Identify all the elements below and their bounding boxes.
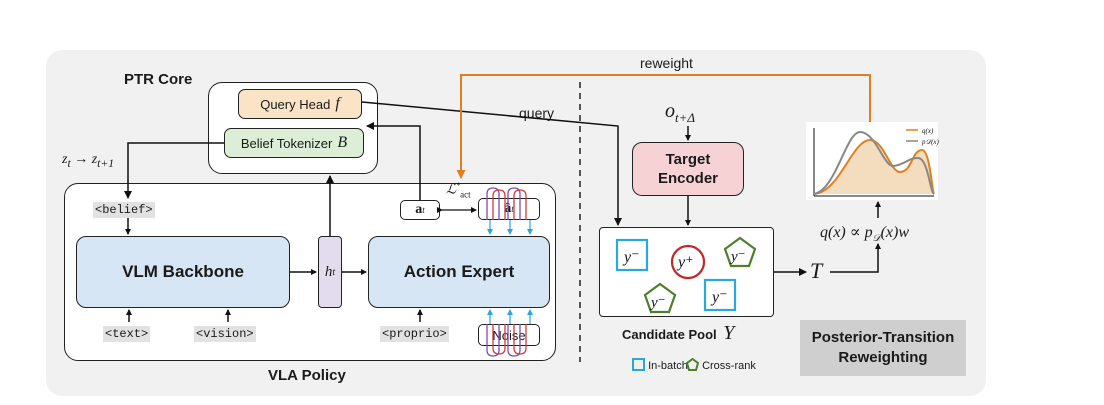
- ptr-title-line2: Reweighting: [838, 349, 928, 366]
- svg-text:y⁻: y⁻: [729, 249, 746, 265]
- observation-label: ot+Δ: [665, 100, 696, 125]
- loss-act-label: ℒ*act: [446, 181, 471, 200]
- legend-cross-rank: Cross-rank: [685, 357, 756, 372]
- T-label: T: [810, 258, 823, 283]
- pentagon-cross-rank-icon: [685, 357, 700, 371]
- square-in-batch-icon: [703, 278, 737, 312]
- vision-token: <vision>: [194, 326, 256, 342]
- proprio-token: <proprio>: [380, 326, 449, 342]
- blue-flow-arrows: [487, 220, 533, 324]
- action-expert-label: Action Expert: [403, 262, 515, 281]
- svg-text:y⁻: y⁻: [710, 289, 728, 306]
- query-arrow: [361, 101, 622, 226]
- circle-positive-icon: [670, 244, 706, 280]
- q-density-curve: [813, 138, 935, 195]
- square-in-batch-icon: [615, 238, 649, 272]
- belief-token: <belief>: [93, 202, 155, 218]
- text-token: <text>: [103, 326, 151, 342]
- target-encoder-box: Target Encoder: [632, 142, 744, 196]
- density-plot: q(x) p𝒟(x): [806, 122, 940, 200]
- reweight-formula: q(x) ∝ p𝒟(x)w: [820, 224, 910, 245]
- action-expert-box: Action Expert: [368, 236, 550, 308]
- belief-tokenizer-box: Belief Tokenizer B: [224, 128, 364, 158]
- ptr-title-box: Posterior-Transition Reweighting: [800, 320, 966, 376]
- belief-tokenizer-label: Belief Tokenizer: [240, 135, 333, 151]
- target-encoder-line2: Encoder: [657, 170, 718, 187]
- candidate-items: y⁻ y⁺ y⁻ y⁻ y⁻: [615, 236, 757, 314]
- svg-text:y⁺: y⁺: [676, 254, 694, 271]
- query-head-symbol: f: [335, 95, 340, 112]
- svg-text:p𝒟(x): p𝒟(x): [921, 138, 940, 146]
- z-transition-label: zt → zt+1: [62, 152, 115, 170]
- square-in-batch-icon: [632, 358, 645, 371]
- vlm-backbone-label: VLM Backbone: [122, 262, 244, 281]
- vla-policy-title: VLA Policy: [268, 367, 346, 384]
- query-head-box: Query Head f: [238, 89, 362, 119]
- noise-label: Noise: [492, 327, 526, 343]
- ptr-title-line1: Posterior-Transition: [811, 329, 955, 346]
- reweight-label: reweight: [640, 55, 693, 71]
- belief-arrow: [124, 142, 224, 199]
- pentagon-cross-rank-icon: [723, 236, 757, 268]
- ptr-core-title: PTR Core: [124, 71, 193, 88]
- p-density-curve: [813, 130, 935, 195]
- belief-tokenizer-symbol: B: [337, 134, 348, 151]
- noise-box: Noise: [478, 324, 540, 346]
- svg-text:y⁻: y⁻: [622, 249, 640, 266]
- legend-in-batch: In-batch: [632, 358, 688, 372]
- pentagon-cross-rank-icon: [643, 282, 677, 314]
- svg-text:q(x): q(x): [922, 127, 934, 135]
- candidate-pool-label: Candidate Pool Y: [622, 322, 735, 344]
- vlm-backbone-box: VLM Backbone: [76, 236, 290, 308]
- query-head-label: Query Head: [260, 96, 331, 112]
- svg-text:y⁻: y⁻: [649, 295, 666, 311]
- reweight-arrow: [456, 74, 871, 179]
- target-encoder-line1: Target: [665, 151, 711, 168]
- flow-lines: [486, 187, 527, 357]
- q-density-area: [814, 140, 934, 194]
